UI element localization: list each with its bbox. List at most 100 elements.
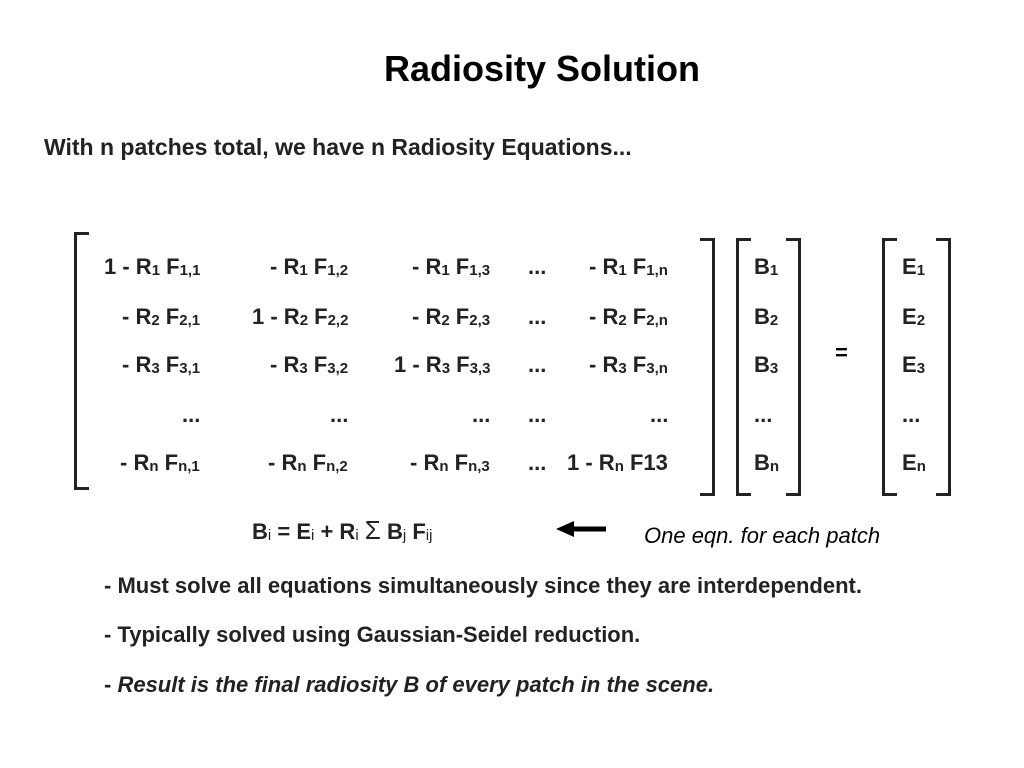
bullet-text: Result is the final radiosity B of every…: [117, 672, 715, 697]
formula-r: R: [339, 519, 356, 544]
cell-term: - R: [270, 352, 300, 377]
bullet-dash: -: [104, 573, 118, 598]
cell-subscript: 3,n: [646, 360, 668, 377]
vector-term: E: [902, 352, 917, 377]
matrix-cell: - R3 F3,n: [589, 352, 668, 378]
b-vector-entry: Bn: [754, 450, 779, 476]
slide-title: Radiosity Solution: [383, 48, 700, 89]
bullet-text: Typically solved using Gaussian-Seidel r…: [117, 622, 641, 647]
b-vector-entry: B2: [754, 304, 778, 330]
bullet-item: - Must solve all equations simultaneousl…: [104, 573, 862, 599]
bullet-text: Must solve all equations simultaneously …: [117, 573, 862, 598]
matrix-cell: - R1 F1,2: [270, 254, 348, 280]
matrix-left-bracket: [74, 232, 89, 490]
bullet-item: - Typically solved using Gaussian-Seidel…: [104, 622, 640, 648]
cell-factor: F: [307, 254, 328, 279]
vector-term: ...: [754, 402, 773, 427]
intro-text: With n patches total, we have n Radiosit…: [44, 134, 632, 160]
cell-term: - R: [122, 352, 152, 377]
matrix-cell: - Rn Fn,1: [120, 450, 200, 476]
cell-subscript: 2,1: [179, 312, 201, 329]
formula-plus: +: [314, 519, 340, 544]
vector-term: B: [754, 254, 770, 279]
cell-subscript: n,2: [326, 458, 348, 475]
vector-subscript: n: [916, 458, 926, 475]
cell-factor: F: [158, 450, 179, 475]
cell-factor: F: [449, 254, 470, 279]
vector-term: B: [754, 450, 770, 475]
cell-factor: F13: [623, 450, 668, 475]
cell-factor: F: [160, 254, 180, 279]
cell-term: - R: [412, 254, 442, 279]
matrix-cell: - R1 F1,n: [589, 254, 668, 280]
cell-factor: F: [626, 352, 647, 377]
formula-e: E: [296, 519, 311, 544]
formula-b-sub: i: [267, 527, 272, 544]
matrix-cell: - R3 F3,2: [270, 352, 348, 378]
cell-term: ...: [472, 402, 491, 427]
cell-factor: F: [626, 254, 647, 279]
cell-subscript: 3: [151, 360, 160, 377]
vector-term: E: [902, 304, 917, 329]
cell-factor: F: [308, 304, 328, 329]
cell-subscript: 2,2: [327, 312, 349, 329]
matrix-cell: 1 - R1 F1,1: [104, 254, 200, 280]
vector-term: E: [902, 450, 917, 475]
e-vector-entry: E1: [902, 254, 925, 280]
cell-subscript: n,1: [178, 458, 200, 475]
vector-subscript: n: [769, 458, 780, 475]
matrix-cell: ...: [528, 254, 546, 280]
cell-subscript: 1: [299, 262, 308, 279]
cell-factor: F: [159, 352, 180, 377]
vector-term: ...: [902, 402, 921, 427]
cell-term: - R: [589, 254, 619, 279]
vector-term: B: [754, 352, 770, 377]
cell-subscript: 3: [441, 360, 451, 377]
matrix-cell: 1 - R3 F3,3: [394, 352, 490, 378]
b-vector-entry: B1: [754, 254, 778, 280]
cell-factor: F: [450, 352, 470, 377]
cell-term: - R: [589, 352, 619, 377]
cell-subscript: 2: [299, 312, 309, 329]
cell-term: ...: [528, 402, 547, 427]
e-vector-entry: E2: [902, 304, 925, 330]
cell-subscript: 2: [618, 312, 627, 329]
matrix-cell: ...: [182, 402, 200, 428]
bullet-item: - Result is the final radiosity B of eve…: [104, 672, 714, 698]
equals-sign: =: [835, 340, 848, 365]
cell-term: ...: [330, 402, 349, 427]
cell-term: - R: [120, 450, 150, 475]
cell-term: 1 - R: [252, 304, 300, 329]
matrix-cell: - R2 F2,1: [122, 304, 200, 330]
left-arrow-icon: [556, 521, 606, 537]
matrix-cell: - Rn Fn,3: [410, 450, 490, 476]
formula-eq: =: [271, 519, 297, 544]
cell-term: - R: [589, 304, 619, 329]
sigma-symbol: Σ: [364, 515, 381, 545]
vector-subscript: 3: [916, 360, 926, 377]
cell-subscript: 2,n: [646, 312, 668, 329]
cell-subscript: 3,2: [327, 360, 349, 377]
cell-term: ...: [528, 352, 547, 377]
cell-subscript: 3: [618, 360, 627, 377]
cell-term: - R: [270, 254, 300, 279]
e-vector-left-bracket: [882, 238, 897, 496]
matrix-cell: - R3 F3,1: [122, 352, 200, 378]
cell-term: - R: [412, 304, 442, 329]
matrix-cell: 1 - R2 F2,2: [252, 304, 348, 330]
annotation-note: One eqn. for each patch: [644, 523, 881, 548]
matrix-cell: ...: [472, 402, 490, 428]
e-vector-entry: En: [902, 450, 926, 476]
matrix-cell: - Rn Fn,2: [268, 450, 348, 476]
b-vector-right-bracket: [786, 238, 801, 496]
formula-bj: B: [386, 519, 403, 544]
bullet-dash: -: [104, 672, 118, 697]
matrix-cell: - R2 F2,n: [589, 304, 668, 330]
formula-f-sub: ij: [425, 527, 433, 544]
cell-subscript: n,3: [468, 458, 490, 475]
cell-term: ...: [528, 254, 547, 279]
cell-factor: F: [307, 352, 328, 377]
cell-subscript: n: [614, 458, 624, 475]
cell-term: 1 - R: [394, 352, 442, 377]
cell-factor: F: [159, 304, 180, 329]
